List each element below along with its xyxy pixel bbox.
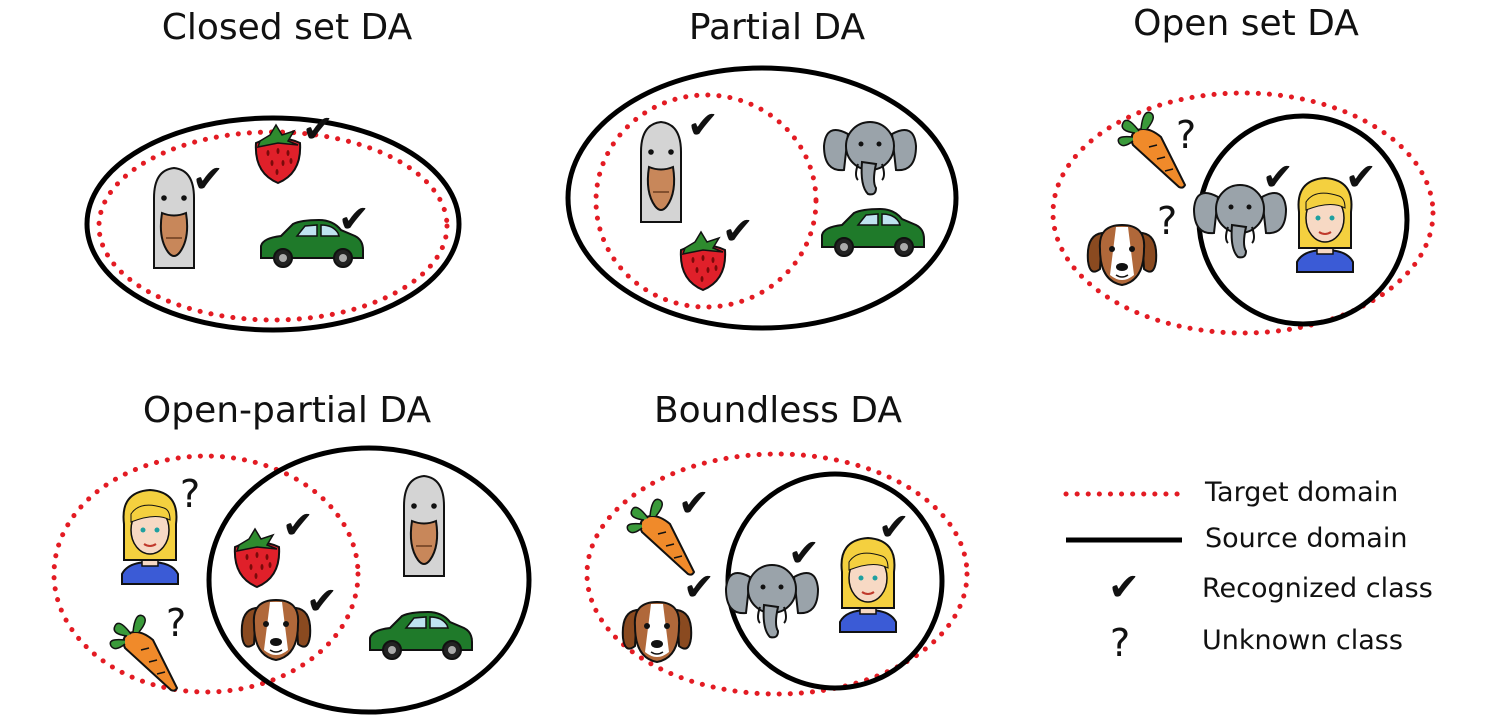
check-mark-icon: ✔ — [687, 103, 719, 147]
source-domain-ellipse — [206, 445, 532, 715]
check-mark-icon: ✔ — [788, 531, 820, 575]
duck-icon — [640, 121, 682, 223]
check-mark-icon: ✔ — [722, 209, 754, 253]
target-domain-ellipse — [593, 92, 819, 310]
check-mark-icon: ✔ — [1345, 155, 1377, 199]
elephant-icon — [823, 121, 917, 196]
legend-check-mark-icon: ✔ — [1108, 565, 1140, 609]
check-mark-icon: ✔ — [1262, 155, 1294, 199]
question-mark-icon: ? — [180, 472, 200, 516]
question-mark-icon: ? — [166, 601, 186, 645]
car-icon — [821, 208, 925, 257]
panel-closed-set: ✔ ✔ ✔ — [84, 107, 462, 333]
car-icon — [369, 611, 473, 660]
legend-target-domain-label: Target domain — [1205, 477, 1399, 508]
target-domain-ellipse — [584, 451, 970, 697]
title-closed-set: Closed set DA — [161, 7, 413, 48]
title-open-set: Open set DA — [1133, 3, 1359, 44]
check-mark-icon: ✔ — [282, 503, 314, 547]
target-domain-ellipse — [1050, 90, 1436, 336]
panel-partial: ✔ ✔ — [565, 65, 959, 331]
check-mark-icon: ✔ — [306, 579, 338, 623]
legend-unknown-class-label: Unknown class — [1202, 625, 1403, 656]
source-domain-ellipse — [84, 115, 462, 333]
woman-icon — [121, 489, 179, 585]
title-partial: Partial DA — [688, 7, 866, 48]
duck-icon — [403, 475, 445, 577]
source-domain-ellipse — [565, 65, 959, 331]
title-open-partial: Open-partial DA — [142, 390, 432, 431]
strawberry-icon — [233, 528, 281, 588]
legend-source-domain-label: Source domain — [1205, 523, 1408, 554]
check-mark-icon: ✔ — [683, 565, 715, 609]
check-mark-icon: ✔ — [878, 505, 910, 549]
check-mark-icon: ✔ — [192, 157, 224, 201]
strawberry-icon — [679, 231, 727, 291]
legend — [1063, 491, 1183, 543]
carrot-icon — [1117, 111, 1186, 189]
panel-open-partial: ? ? ✔ ✔ — [51, 445, 532, 715]
question-mark-icon: ? — [1157, 199, 1177, 243]
dog-icon — [240, 599, 312, 661]
target-domain-ellipse — [51, 453, 361, 695]
legend-recognized-class-label: Recognized class — [1202, 573, 1433, 604]
dog-icon — [1086, 224, 1158, 286]
question-mark-icon: ? — [1176, 113, 1196, 157]
title-boundless: Boundless DA — [653, 390, 903, 431]
duck-icon — [153, 167, 195, 269]
check-mark-icon: ✔ — [678, 481, 710, 525]
panel-open-set: ? ? ✔ ✔ — [1050, 90, 1436, 336]
panel-boundless: ✔ ✔ ✔ ✔ — [584, 451, 970, 697]
check-mark-icon: ✔ — [338, 197, 370, 241]
woman-icon — [839, 537, 897, 633]
legend-question-mark-icon: ? — [1110, 621, 1131, 665]
check-mark-icon: ✔ — [302, 107, 334, 151]
